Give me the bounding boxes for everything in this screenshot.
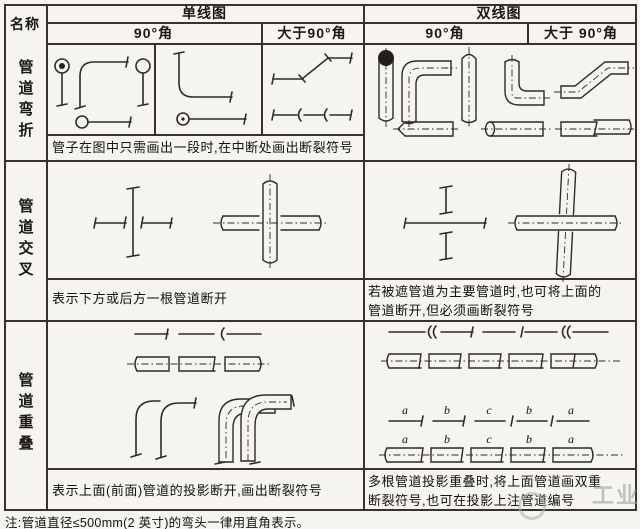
segment-label: a — [568, 403, 574, 417]
fig-cross-vertical-pipe — [555, 164, 577, 282]
fig-cross-double-side — [403, 164, 624, 282]
header-name: 名称 — [10, 15, 40, 32]
grid-line — [4, 4, 6, 511]
header-double-line-title: 双线图 — [476, 5, 522, 21]
fig-bend-single-gt90 — [271, 52, 353, 122]
header-double-gt90: 大于 90°角 — [543, 24, 619, 41]
grid-line — [46, 22, 637, 24]
grid-line — [46, 278, 637, 280]
grid-line — [4, 509, 637, 511]
grid-line — [635, 4, 637, 511]
grid-line — [4, 4, 637, 6]
note-line: 多根管道投影重叠时,将上面管道画双重 — [368, 474, 602, 489]
note-overlap-single: 表示上面(前面)管道的投影断开,画出断裂符号 — [52, 483, 323, 498]
fig-bend-single-90-b — [173, 51, 247, 126]
note-bend: 管子在图中只需画出一段时,在中断处画出断裂符号 — [52, 140, 354, 155]
header-double-90: 90°角 — [425, 24, 465, 41]
segment-label: b — [444, 432, 450, 446]
segment-label: b — [526, 403, 532, 417]
grid-line — [261, 22, 263, 136]
segment-label: b — [526, 432, 532, 446]
fig-bend-single-90-a — [54, 56, 151, 129]
grid-line — [46, 134, 364, 136]
note-line: 若被遮管道为主要管道时,也可将上面的 — [368, 284, 602, 299]
segment-label: a — [402, 403, 408, 417]
watermark-ring — [518, 492, 546, 520]
grid-line — [527, 22, 529, 45]
fig-overlap-single-side — [127, 327, 295, 465]
row-label-bend: 管道弯折 — [16, 59, 34, 143]
segment-label: b — [444, 403, 450, 417]
segment-label: a — [568, 432, 574, 446]
segment-label: c — [486, 403, 492, 417]
header-single-line-title: 单线图 — [182, 5, 227, 21]
fig-overlap-double-side: a b c b a a b c b a — [379, 325, 623, 463]
note-line: 管道断开,但必须画断裂符号 — [368, 303, 535, 318]
row-label-cross: 管道交叉 — [16, 197, 34, 282]
fig-bend-double — [378, 47, 634, 137]
row-label-overlap: 管道重叠 — [16, 372, 34, 456]
grid-line — [154, 43, 156, 136]
grid-line — [4, 320, 637, 322]
fig-cross-single-side — [93, 174, 329, 270]
header-single-90: 90°角 — [133, 24, 174, 41]
note-cross-single: 表示下方或后方一根管道断开 — [52, 291, 228, 306]
grid-line — [4, 160, 637, 162]
grid-line — [46, 4, 48, 511]
grid-line — [46, 468, 637, 470]
segment-label: a — [402, 432, 408, 446]
grid-line — [46, 43, 637, 45]
table-footnote: 注:管道直径≤500mm(2 英寸)的弯头一律用直角表示。 — [5, 516, 310, 529]
segment-label: c — [486, 432, 492, 446]
header-single-gt90: 大于90°角 — [277, 24, 347, 41]
watermark-text: 工业 — [592, 483, 640, 508]
grid-line — [363, 4, 365, 511]
note-cross-double: 若被遮管道为主要管道时,也可将上面的 管道断开,但必须画断裂符号 — [368, 282, 634, 320]
